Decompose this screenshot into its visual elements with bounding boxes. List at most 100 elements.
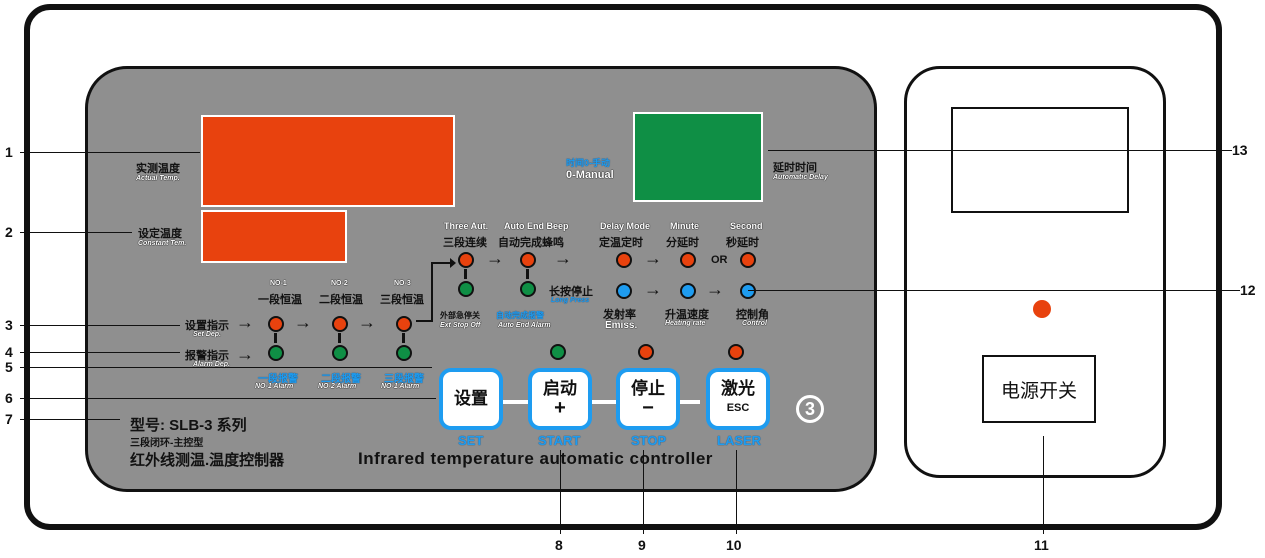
three-auto-label: 三段连续 xyxy=(443,237,487,249)
stage3-alarm-label: 三段报警 xyxy=(384,374,424,385)
stage3-no: NO-3 xyxy=(394,280,411,287)
delay-mode-label: 定温定时 xyxy=(599,237,643,249)
stage2-alarm-label-en: NO-2 Alarm xyxy=(318,383,357,390)
set-temp-display xyxy=(201,210,347,263)
minus-icon: − xyxy=(642,397,654,419)
power-led xyxy=(1033,300,1051,318)
second-label: 秒延时 xyxy=(726,237,759,249)
callout-line xyxy=(20,325,180,326)
stage3-alarm-label-en: NO-1 Alarm xyxy=(381,383,420,390)
control-panel: 实测温度 Actual Temp. 设定温度 Constant Tem. 时间0… xyxy=(85,66,877,492)
emiss-led xyxy=(616,283,632,299)
stage2-alarm-label: 二段报警 xyxy=(321,374,361,385)
callout-line xyxy=(1043,436,1044,534)
arrow-icon: → xyxy=(294,312,312,332)
stop-button-label: 停止 xyxy=(631,379,665,398)
heating-rate-led xyxy=(680,283,696,299)
actual-temp-label-en: Actual Temp. xyxy=(136,175,180,182)
manual-label-en: 0-Manual xyxy=(566,169,614,181)
ext-stop-label-en: Ext Stop Off xyxy=(440,322,481,329)
start-button[interactable]: 启动 + xyxy=(528,368,592,430)
or-label: OR xyxy=(711,254,728,266)
led-stem xyxy=(274,333,277,343)
stage2-no: NO-2 xyxy=(331,280,348,287)
callout-line xyxy=(20,232,132,233)
auto-alarm-led xyxy=(520,281,536,297)
callout-11: 11 xyxy=(1034,537,1049,553)
model-badge: 3 xyxy=(796,395,824,423)
arrow-icon: → xyxy=(236,344,254,364)
emiss-label-en: Emiss. xyxy=(605,320,638,331)
stage3-set-led xyxy=(396,316,412,332)
set-button-label: 设置 xyxy=(454,389,488,408)
stage3-alarm-led xyxy=(396,345,412,361)
led-stem xyxy=(338,333,341,343)
stage1-no: NO-1 xyxy=(270,280,287,287)
stage1-set-led xyxy=(268,316,284,332)
laser-button[interactable]: 激光 ESC xyxy=(706,368,770,430)
callout-line xyxy=(20,419,120,420)
ext-stop-led xyxy=(458,281,474,297)
esc-label: ESC xyxy=(726,402,750,414)
arrow-icon: → xyxy=(236,312,254,332)
callout-line xyxy=(20,352,180,353)
long-press-label: 长按停止 xyxy=(549,286,593,298)
set-indicator-label-en: Set Dep. xyxy=(193,331,222,338)
control-label: 控制角 xyxy=(736,309,769,321)
stop-led xyxy=(638,344,654,360)
led-stem xyxy=(464,269,467,279)
model-label: 型号: SLB-3 系列 xyxy=(130,417,247,434)
stage2-alarm-led xyxy=(332,345,348,361)
actual-temp-display xyxy=(201,115,455,207)
stage2-label: 二段恒温 xyxy=(319,294,363,306)
callout-line xyxy=(20,152,200,153)
auto-beep-led xyxy=(520,252,536,268)
set-temp-label: 设定温度 xyxy=(138,228,182,240)
set-indicator-label: 设置指示 xyxy=(185,320,229,332)
actual-temp-label: 实测温度 xyxy=(136,163,180,175)
callout-line xyxy=(643,450,644,534)
auto-alarm-label-en: Auto End Alarm xyxy=(498,322,551,329)
branch-connector xyxy=(416,258,456,322)
second-label-en: Second xyxy=(730,221,763,231)
arrow-icon: → xyxy=(644,248,662,268)
auto-beep-label: 自动完成蜂鸣 xyxy=(498,237,564,249)
manual-label: 时间0-手动 xyxy=(566,158,611,168)
stage1-label: 一段恒温 xyxy=(258,294,302,306)
callout-line xyxy=(20,398,436,399)
arrow-icon: → xyxy=(486,248,504,268)
auto-alarm-label: 自动完成报警 xyxy=(496,311,544,320)
controller-title-en: Infrared temperature automatic controlle… xyxy=(358,449,713,468)
start-button-label: 启动 xyxy=(543,379,577,398)
led-stem xyxy=(526,269,529,279)
start-led xyxy=(550,344,566,360)
led-stem xyxy=(402,333,405,343)
laser-button-label: 激光 xyxy=(721,379,755,398)
stage1-alarm-label-en: NO-1 Alarm xyxy=(255,383,294,390)
stage2-set-led xyxy=(332,316,348,332)
stop-button[interactable]: 停止 − xyxy=(616,368,680,430)
start-caption: START xyxy=(538,433,581,448)
set-button[interactable]: 设置 xyxy=(439,368,503,430)
delay-display xyxy=(633,112,763,202)
emiss-label: 发射率 xyxy=(603,309,636,321)
alarm-indicator-label: 报警指示 xyxy=(185,350,229,362)
callout-10: 10 xyxy=(726,537,742,553)
stage3-label: 三段恒温 xyxy=(380,294,424,306)
stop-caption: STOP xyxy=(631,433,667,448)
callout-5: 5 xyxy=(5,359,13,375)
plus-icon: + xyxy=(554,397,566,419)
heating-rate-label-en: Heating rate xyxy=(665,320,706,327)
button-strip xyxy=(500,400,700,404)
heating-rate-label: 升温速度 xyxy=(665,309,709,321)
callout-3: 3 xyxy=(5,317,13,333)
stage1-alarm-label: 一段报警 xyxy=(258,374,298,385)
three-auto-led xyxy=(458,252,474,268)
stage1-alarm-led xyxy=(268,345,284,361)
power-switch[interactable]: 电源开关 xyxy=(982,355,1096,423)
minute-label: 分延时 xyxy=(666,237,699,249)
callout-8: 8 xyxy=(555,537,563,553)
callout-1: 1 xyxy=(5,144,13,160)
long-press-label-en: Long Press xyxy=(551,297,590,304)
minute-label-en: Minute xyxy=(670,221,699,231)
